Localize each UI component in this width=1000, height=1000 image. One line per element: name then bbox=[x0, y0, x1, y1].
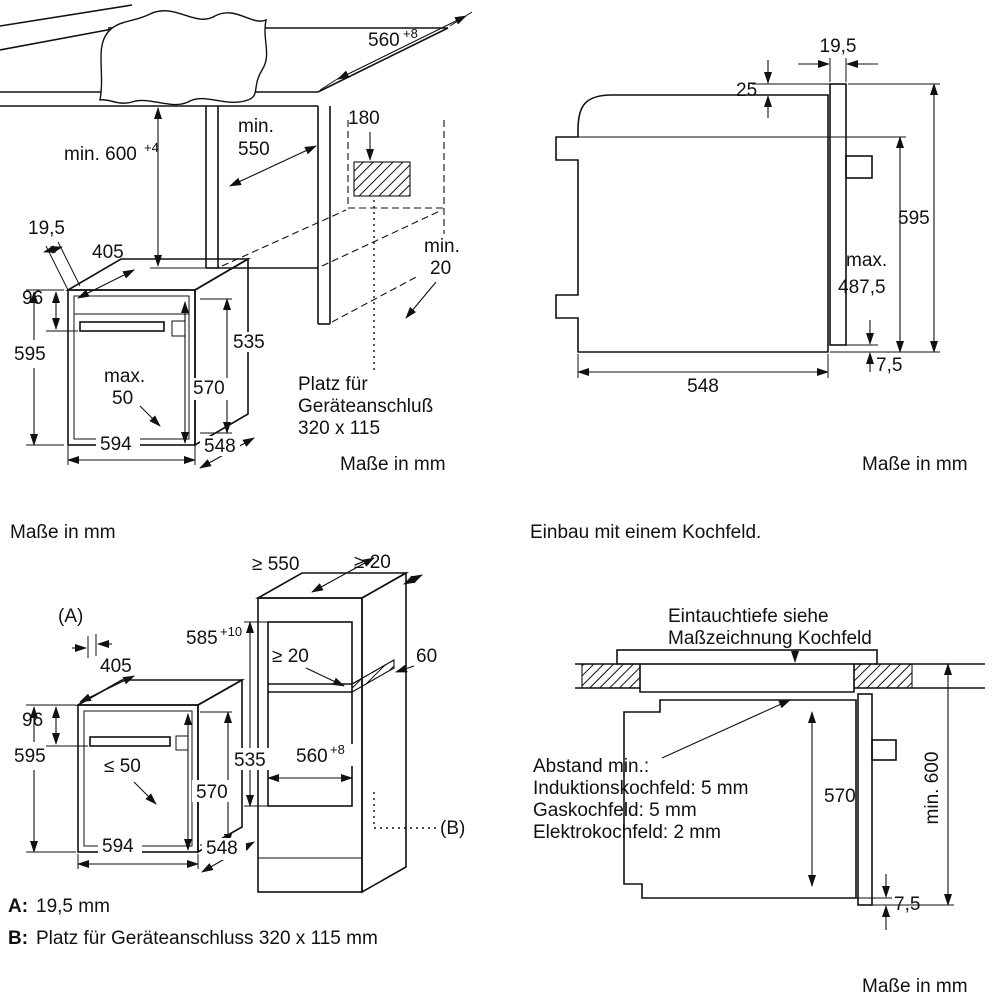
dim-label-550: ≥ 550 bbox=[252, 554, 299, 575]
dim-label-560: 560 bbox=[296, 746, 328, 767]
dim-label-min550-1: min. bbox=[238, 116, 274, 137]
oven-door-profile bbox=[829, 83, 847, 346]
units-caption: Maße in mm bbox=[862, 976, 968, 997]
panel-niche-under-worktop: 560 +8 min. 600 +4 min. 550 180 min. 20 … bbox=[0, 4, 473, 475]
dim-label-min600-sup: +4 bbox=[144, 140, 159, 155]
door-hinge bbox=[845, 155, 873, 179]
dim-label-405: 405 bbox=[92, 242, 124, 263]
connection-note-line3: 320 x 115 bbox=[298, 418, 380, 439]
oven-front-view bbox=[65, 257, 251, 447]
dim-label-548: 548 bbox=[687, 376, 719, 397]
dim-label-585: 585 bbox=[186, 628, 218, 649]
note-b-label: B: bbox=[8, 928, 28, 949]
clearance-line4: Elektrokochfeld: 2 mm bbox=[533, 822, 721, 843]
dim-label-19-5: 19,5 bbox=[28, 218, 65, 239]
dim-label-19-5: 19,5 bbox=[820, 36, 857, 57]
oven-section bbox=[623, 693, 897, 906]
dim-label-570: 570 bbox=[196, 782, 228, 803]
dim-label-180: 180 bbox=[348, 108, 380, 129]
dim-label-560: 560 bbox=[368, 30, 400, 51]
dim-label-min600: min. 600 bbox=[922, 752, 943, 825]
vent-slot-hatch bbox=[351, 659, 395, 693]
dim-label-max487-2: 487,5 bbox=[838, 277, 886, 298]
dimension-lines bbox=[26, 11, 473, 469]
dim-label-570: 570 bbox=[824, 786, 856, 807]
worktop-hatch-left bbox=[581, 663, 641, 689]
dim-label-min20-2: 20 bbox=[430, 258, 451, 279]
clearance-line3: Gaskochfeld: 5 mm bbox=[533, 800, 697, 821]
dim-label-595: 595 bbox=[14, 344, 46, 365]
dim-label-20-mid: ≥ 20 bbox=[272, 646, 309, 667]
oven-front-view bbox=[74, 678, 246, 854]
dim-label-max50-1: max. bbox=[104, 366, 145, 387]
clearance-line1: Abstand min.: bbox=[533, 756, 649, 777]
panel-oven-side-profile: 19,5 25 595 max. 487,5 7,5 548 Maße in m… bbox=[555, 36, 968, 475]
dim-label-le50: ≤ 50 bbox=[104, 756, 141, 777]
dim-label-548: 548 bbox=[204, 436, 236, 457]
oven-body-outline bbox=[555, 94, 829, 353]
cabinet-niche bbox=[205, 106, 449, 325]
worktop-break bbox=[99, 10, 268, 106]
units-caption-left: Maße in mm bbox=[10, 522, 116, 543]
dimension-lines bbox=[26, 557, 423, 873]
note-a-text: 19,5 mm bbox=[36, 896, 110, 917]
oven-door-latch bbox=[171, 320, 186, 337]
dimension-lines bbox=[558, 58, 940, 378]
mark-b: (B) bbox=[440, 818, 465, 839]
callout-line2: Maßzeichnung Kochfeld bbox=[668, 628, 872, 649]
oven-door-latch bbox=[175, 735, 189, 751]
hob-section bbox=[616, 649, 878, 693]
door-hinge bbox=[871, 739, 897, 761]
oven-handle bbox=[89, 736, 171, 747]
dim-label-560-sup: +8 bbox=[330, 742, 345, 757]
clearance-line2: Induktionskochfeld: 5 mm bbox=[533, 778, 748, 799]
units-caption: Maße in mm bbox=[340, 454, 446, 475]
dim-label-96: 96 bbox=[22, 288, 43, 309]
dim-label-595: 595 bbox=[898, 208, 930, 229]
b-leader-dotted bbox=[373, 792, 436, 829]
connection-note-line2: Geräteanschluß bbox=[298, 396, 433, 417]
tall-cabinet bbox=[254, 571, 436, 894]
connection-space-hatch bbox=[353, 161, 411, 197]
dimension-lines bbox=[661, 649, 954, 930]
dim-label-594: 594 bbox=[102, 836, 134, 857]
oven-handle bbox=[79, 321, 165, 332]
mark-a: (A) bbox=[58, 606, 83, 627]
dim-label-595: 595 bbox=[14, 746, 46, 767]
dim-label-60: 60 bbox=[416, 646, 437, 667]
oven-door-profile bbox=[857, 693, 873, 906]
dim-label-max487-1: max. bbox=[846, 250, 887, 271]
dim-label-7-5: 7,5 bbox=[876, 355, 902, 376]
worktop-hatch-right bbox=[853, 663, 913, 689]
dim-label-96: 96 bbox=[22, 710, 43, 731]
dim-label-560-sup: +8 bbox=[403, 26, 418, 41]
dim-label-min20-1: min. bbox=[424, 236, 460, 257]
panel-hob-combination: Eintauchtiefe siehe Maßzeichnung Kochfel… bbox=[533, 606, 985, 997]
dim-label-min550-2: 550 bbox=[238, 139, 270, 160]
worktop-section bbox=[575, 663, 985, 689]
dim-label-25: 25 bbox=[736, 80, 757, 101]
dim-label-594: 594 bbox=[100, 434, 132, 455]
dim-label-535: 535 bbox=[234, 750, 266, 771]
connection-note-line1: Platz für bbox=[298, 374, 368, 395]
panel-tall-cabinet: ≥ 550 ≥ 20 (A) 585 +10 ≥ 20 60 405 96 59… bbox=[8, 552, 465, 949]
note-b-text: Platz für Geräteanschluss 320 x 115 mm bbox=[36, 928, 378, 949]
dim-label-20-top: ≥ 20 bbox=[354, 552, 391, 573]
dim-label-570: 570 bbox=[193, 378, 225, 399]
dim-label-585-sup: +10 bbox=[220, 624, 242, 639]
units-caption: Maße in mm bbox=[862, 454, 968, 475]
callout-line1: Eintauchtiefe siehe bbox=[668, 606, 829, 627]
dim-label-7-5: 7,5 bbox=[894, 894, 920, 915]
dim-label-548: 548 bbox=[206, 838, 238, 859]
dim-label-405: 405 bbox=[100, 656, 132, 677]
dim-label-max50-2: 50 bbox=[112, 388, 133, 409]
section-title-kochfeld: Einbau mit einem Kochfeld. bbox=[530, 522, 761, 543]
dim-label-min600: min. 600 bbox=[64, 144, 137, 165]
dim-label-535: 535 bbox=[233, 332, 265, 353]
note-a-label: A: bbox=[8, 896, 28, 917]
